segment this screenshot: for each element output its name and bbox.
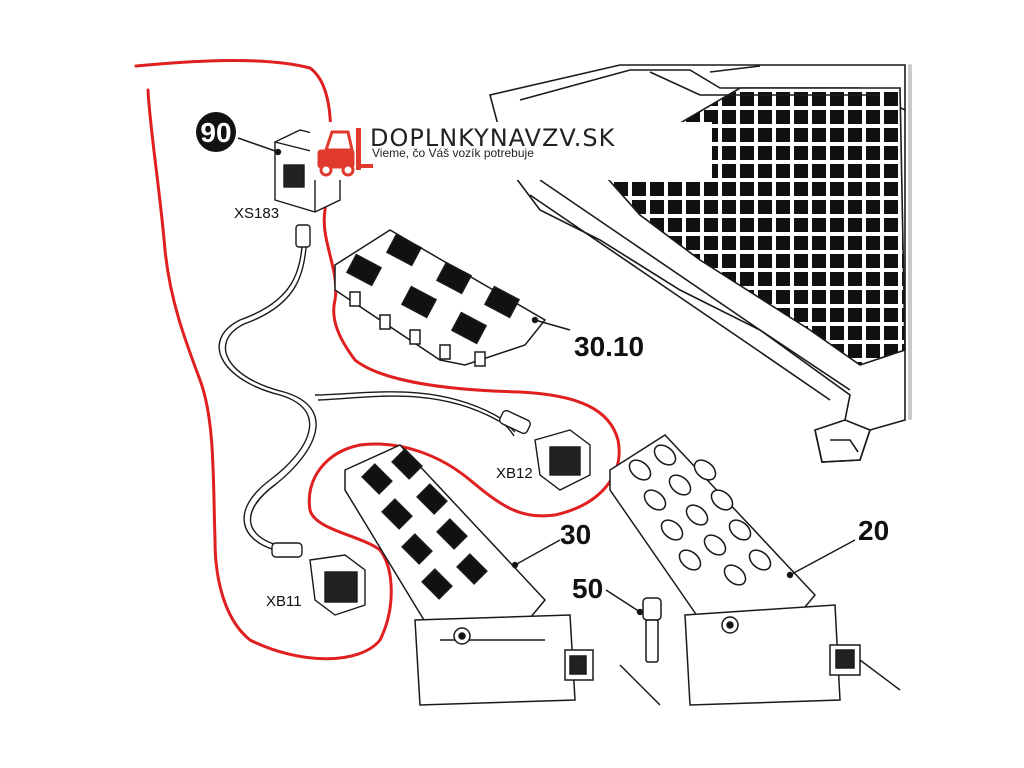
callout-20: 20 <box>858 515 889 546</box>
callout-30: 30 <box>560 519 591 550</box>
connector-xb11 <box>271 542 366 616</box>
bolt-50 <box>605 589 662 706</box>
label-xs183: XS183 <box>234 205 279 222</box>
wiring <box>218 237 516 551</box>
connector-xb12 <box>499 409 591 491</box>
watermark-tagline: Vieme, čo Váš vozík potrebuje <box>372 146 534 160</box>
forklift-icon <box>317 128 373 177</box>
highlight-outlines <box>134 58 621 661</box>
callout-50: 50 <box>572 573 603 604</box>
watermark-logo: DOPLNKYNAVZV.SK Vieme, čo Váš vozík potr… <box>310 122 712 180</box>
callout-labels: 90 30.10 30 20 50 <box>196 112 889 604</box>
callout-leaders <box>237 137 794 616</box>
label-xb11: XB11 <box>266 593 302 610</box>
pedal-pad-3010 <box>334 229 571 367</box>
watermark-brand: DOPLNKYNAVZV.SK <box>370 124 616 152</box>
vertical-scrollbar[interactable] <box>908 64 912 420</box>
connector-xs183 <box>274 129 341 248</box>
pedal-30 <box>344 444 594 706</box>
label-xb12: XB12 <box>496 465 533 482</box>
outline-left-wire <box>134 58 621 661</box>
callout-90-badge <box>196 112 236 152</box>
callout-90: 90 <box>200 117 231 148</box>
pedal-20 <box>609 434 901 706</box>
watermark-background <box>310 122 712 180</box>
connector-labels: XS183 XB12 XB11 <box>234 205 533 610</box>
callout-3010: 30.10 <box>574 331 644 362</box>
